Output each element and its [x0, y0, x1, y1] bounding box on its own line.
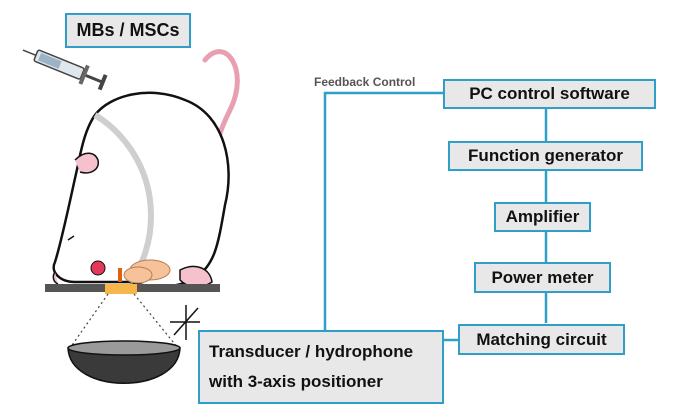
function-generator-box: Function generator [448, 141, 643, 171]
acoustic-window [105, 284, 137, 294]
mouse-illustration [52, 49, 240, 289]
pc-control-software-box: PC control software [443, 79, 656, 109]
syringe-icon [22, 49, 108, 91]
transducer-label-line1: Transducer / hydrophone [209, 342, 414, 361]
agent-label: MBs / MSCs [76, 20, 180, 40]
matching-circuit-label: Matching circuit [476, 329, 607, 349]
transducer-bowl-icon [67, 340, 181, 384]
matching-circuit-box: Matching circuit [458, 324, 625, 355]
feedback-control-label: Feedback Control [314, 75, 416, 89]
transducer-label-line2: with 3-axis positioner [209, 372, 383, 391]
pc-control-software-label: PC control software [469, 84, 630, 103]
amplifier-label: Amplifier [505, 207, 580, 226]
axis-cross-icon [170, 305, 200, 340]
ultrasound-beam [69, 293, 179, 349]
power-meter-label: Power meter [491, 267, 594, 287]
power-meter-box: Power meter [474, 262, 611, 293]
connector-lines [323, 91, 548, 342]
transducer-box: Transducer / hydrophone with 3-axis posi… [198, 330, 444, 404]
function-generator-label: Function generator [468, 146, 623, 165]
amplifier-box: Amplifier [494, 202, 591, 232]
agent-label-box: MBs / MSCs [65, 13, 191, 48]
